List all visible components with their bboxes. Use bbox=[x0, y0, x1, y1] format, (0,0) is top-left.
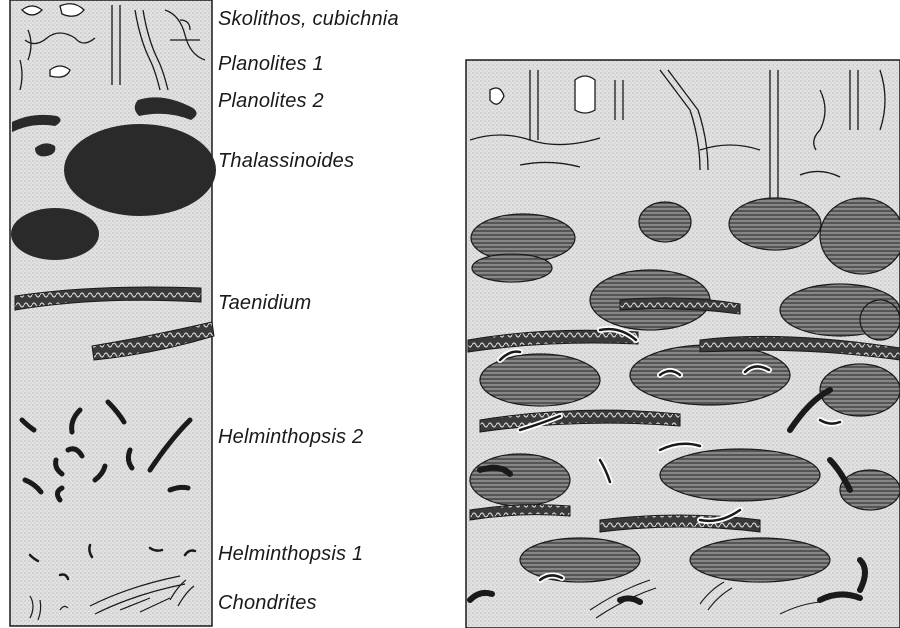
label-helminthopsis-1: Helminthopsis 1 bbox=[218, 543, 363, 566]
label-taenidium: Taenidium bbox=[218, 292, 311, 315]
label-planolites-1: Planolites 1 bbox=[218, 53, 324, 76]
label-planolites-2: Planolites 2 bbox=[218, 90, 324, 113]
label-chondrites: Chondrites bbox=[218, 592, 317, 615]
tier-column bbox=[10, 0, 216, 626]
label-skolithos: Skolithos, cubichnia bbox=[218, 8, 399, 31]
label-thalassinoides: Thalassinoides bbox=[218, 150, 354, 173]
composite-ichnofabric bbox=[466, 60, 900, 628]
label-helminthopsis-2: Helminthopsis 2 bbox=[218, 426, 363, 449]
tier-labels: Skolithos, cubichnia Planolites 1 Planol… bbox=[218, 0, 468, 628]
